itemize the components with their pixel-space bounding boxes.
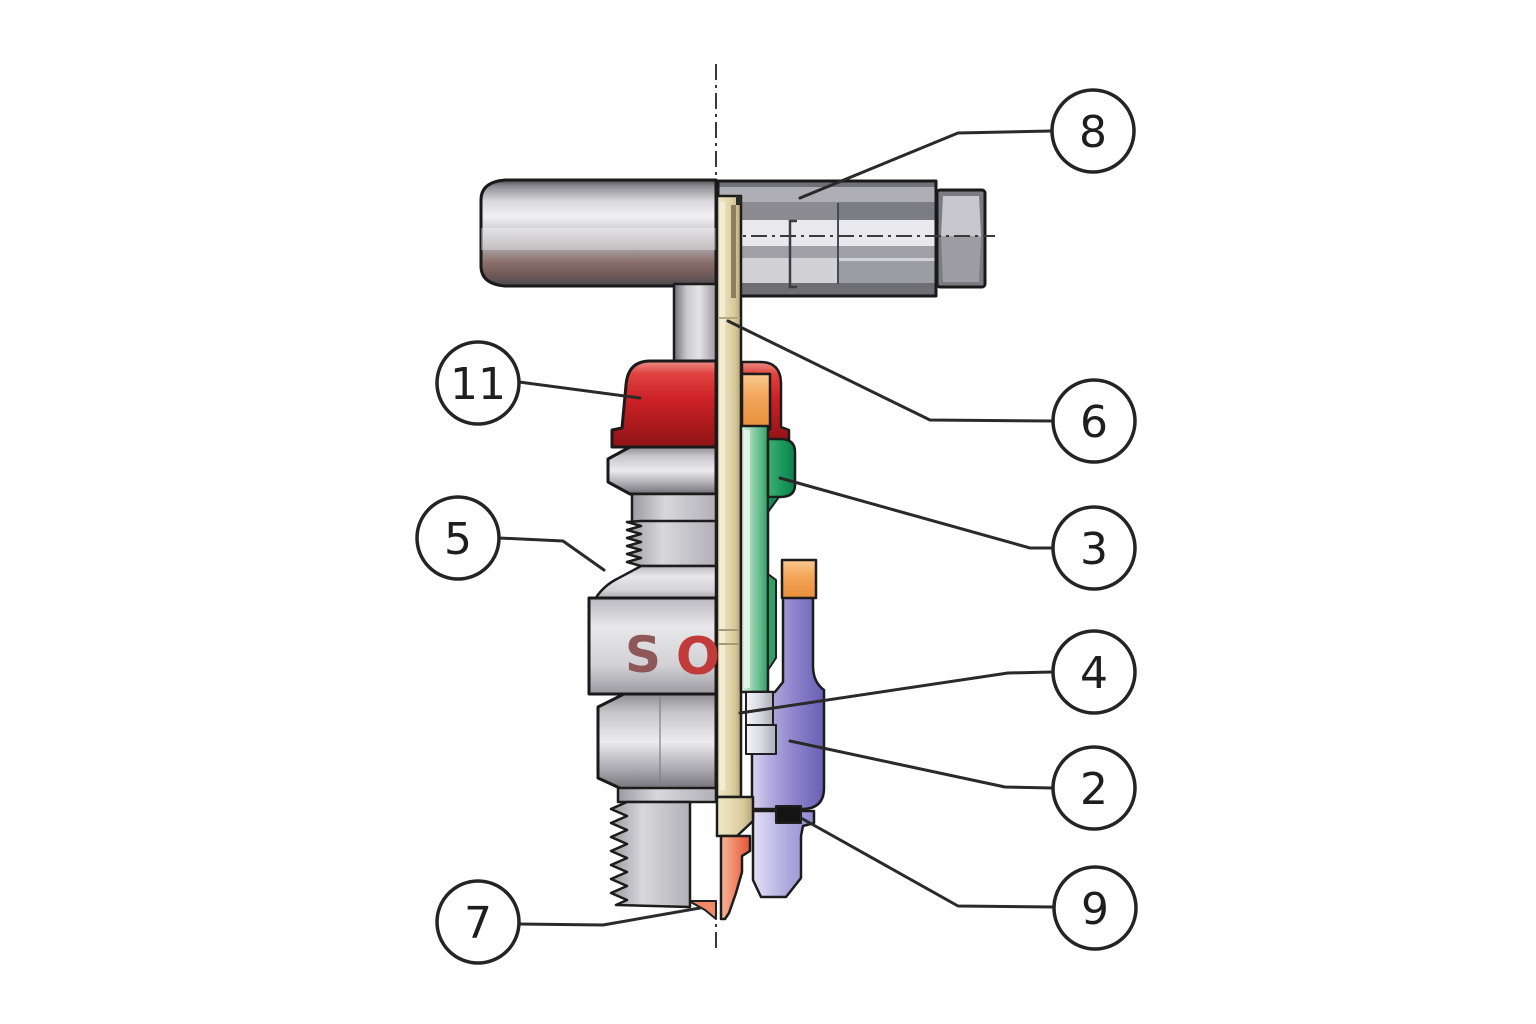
- gland-collar: [767, 573, 777, 671]
- callout-balloon-3: [1051, 505, 1137, 591]
- callout-balloon-6: [1051, 378, 1137, 464]
- callout-number-8: 8: [1079, 107, 1107, 158]
- handle-hub-cutaway: [716, 179, 995, 298]
- hub-band: [718, 220, 936, 246]
- gland-flange: [766, 437, 797, 499]
- hub-band: [718, 283, 936, 296]
- leader-line-8: [798, 129, 1053, 200]
- packing-ring-lower: [745, 724, 777, 755]
- leader-line-2: [788, 739, 1054, 790]
- callouts: 8 11 6 5 3 4 2 9 7: [415, 88, 1138, 965]
- leader-line-5: [497, 536, 606, 572]
- callout-number-3: 3: [1080, 524, 1108, 575]
- handle-highlight: [481, 228, 716, 250]
- stem-highlight: [720, 202, 725, 790]
- hub-sleeve-end: [788, 219, 797, 289]
- gland-green: [739, 424, 797, 694]
- seat-cone-section: [719, 834, 752, 921]
- leader-line-7: [517, 906, 702, 927]
- o-ring-seal: [775, 805, 802, 824]
- logo-letter-o: O: [676, 627, 720, 687]
- stem-flange: [715, 795, 755, 838]
- handle-neck: [672, 282, 718, 366]
- callout-balloon-9: [1052, 865, 1138, 951]
- callout-balloon-2: [1051, 745, 1137, 831]
- leader-line-9: [799, 816, 1055, 909]
- callout-number-6: 6: [1080, 397, 1108, 448]
- nut-facet-bottom: [941, 236, 981, 282]
- body-nozzle-lower: [751, 809, 816, 899]
- callout-number-9: 9: [1081, 884, 1109, 935]
- hub-nut: [935, 188, 987, 289]
- seat-cone-group: [688, 795, 755, 921]
- callout-number-7: 7: [464, 898, 492, 949]
- cap-packing-orange: [740, 372, 772, 430]
- threads-lower: [609, 800, 692, 909]
- callout-balloon-4: [1051, 629, 1137, 715]
- leader-line-3: [778, 476, 1054, 550]
- red-cap: [610, 359, 791, 449]
- threads-upper: [625, 519, 718, 568]
- red-cap-photo-half: [610, 359, 718, 449]
- callout-balloon-8: [1050, 88, 1136, 174]
- callout-balloon-11: [435, 340, 521, 426]
- gland-highlight: [744, 430, 750, 688]
- hub-band: [718, 246, 936, 258]
- gland-hex: [606, 445, 718, 496]
- handle-cylinder: [479, 178, 718, 288]
- body-hex-lower: [596, 692, 718, 792]
- nut-facet-top: [941, 196, 981, 236]
- body-flare: [592, 564, 718, 603]
- hub-recess-bottom: [838, 261, 936, 283]
- callout-balloon-7: [435, 879, 521, 965]
- body-neck-lower: [616, 786, 718, 804]
- callout-number-4: 4: [1080, 648, 1108, 699]
- purple-body: [750, 558, 826, 899]
- leader-line-11: [517, 380, 642, 400]
- valve-body-photo-half: S O: [587, 445, 720, 909]
- body-logo-band: [587, 596, 718, 696]
- callout-number-2: 2: [1080, 764, 1108, 815]
- handle-photo-half: [479, 178, 718, 366]
- body-cap-orange: [780, 558, 818, 600]
- spindle-stem: [715, 194, 743, 799]
- gland-flange-chamfer: [767, 496, 780, 513]
- body-neck-upper: [630, 492, 718, 524]
- logo-letter-s: S: [625, 626, 661, 684]
- callout-number-5: 5: [444, 514, 472, 565]
- hub-top-edge: [718, 181, 936, 187]
- stem-bore-line: [731, 205, 736, 298]
- packing-rings: [745, 691, 777, 755]
- leader-line-4: [738, 670, 1054, 715]
- callout-balloon-5: [415, 495, 501, 581]
- callout-number-11: 11: [450, 359, 506, 410]
- stem-top-notch: [736, 196, 741, 205]
- hub-recess-top: [838, 202, 936, 220]
- leader-line-6: [726, 319, 1054, 423]
